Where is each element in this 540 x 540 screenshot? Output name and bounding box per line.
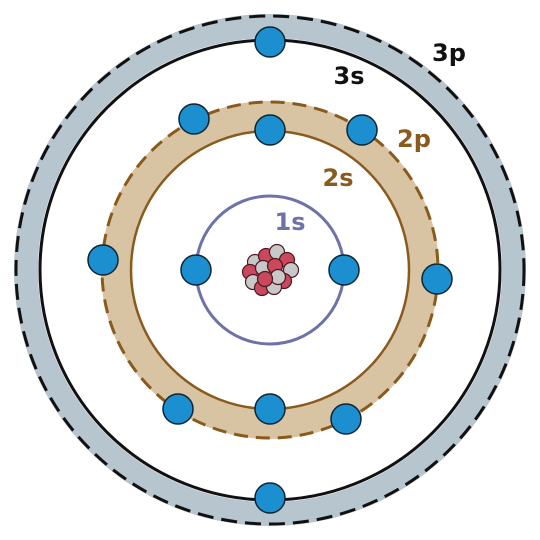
label-3s: 3s [334, 62, 365, 90]
label-2p: 2p [397, 125, 431, 153]
electron-2s [254, 114, 286, 146]
electron-3s [254, 482, 286, 514]
electron-3s [254, 26, 286, 58]
label-2s: 2s [323, 164, 354, 192]
electron-2p [421, 263, 453, 295]
electron-2p [178, 103, 210, 135]
electron-2s [254, 393, 286, 425]
shell-3p [14, 14, 526, 526]
label-1s: 1s [275, 208, 306, 236]
electron-2p [87, 244, 119, 276]
electron-2p [330, 403, 362, 435]
shell-3p-dashed-ring [14, 14, 526, 526]
shell-3p-band [14, 14, 526, 526]
electron-1s [180, 254, 212, 286]
electron-1s [328, 254, 360, 286]
electron-2p [346, 114, 378, 146]
nucleus [241, 243, 300, 297]
label-3p: 3p [432, 39, 466, 67]
electron-2p [162, 393, 194, 425]
electrons [87, 26, 453, 514]
nucleon-proton [256, 270, 274, 288]
